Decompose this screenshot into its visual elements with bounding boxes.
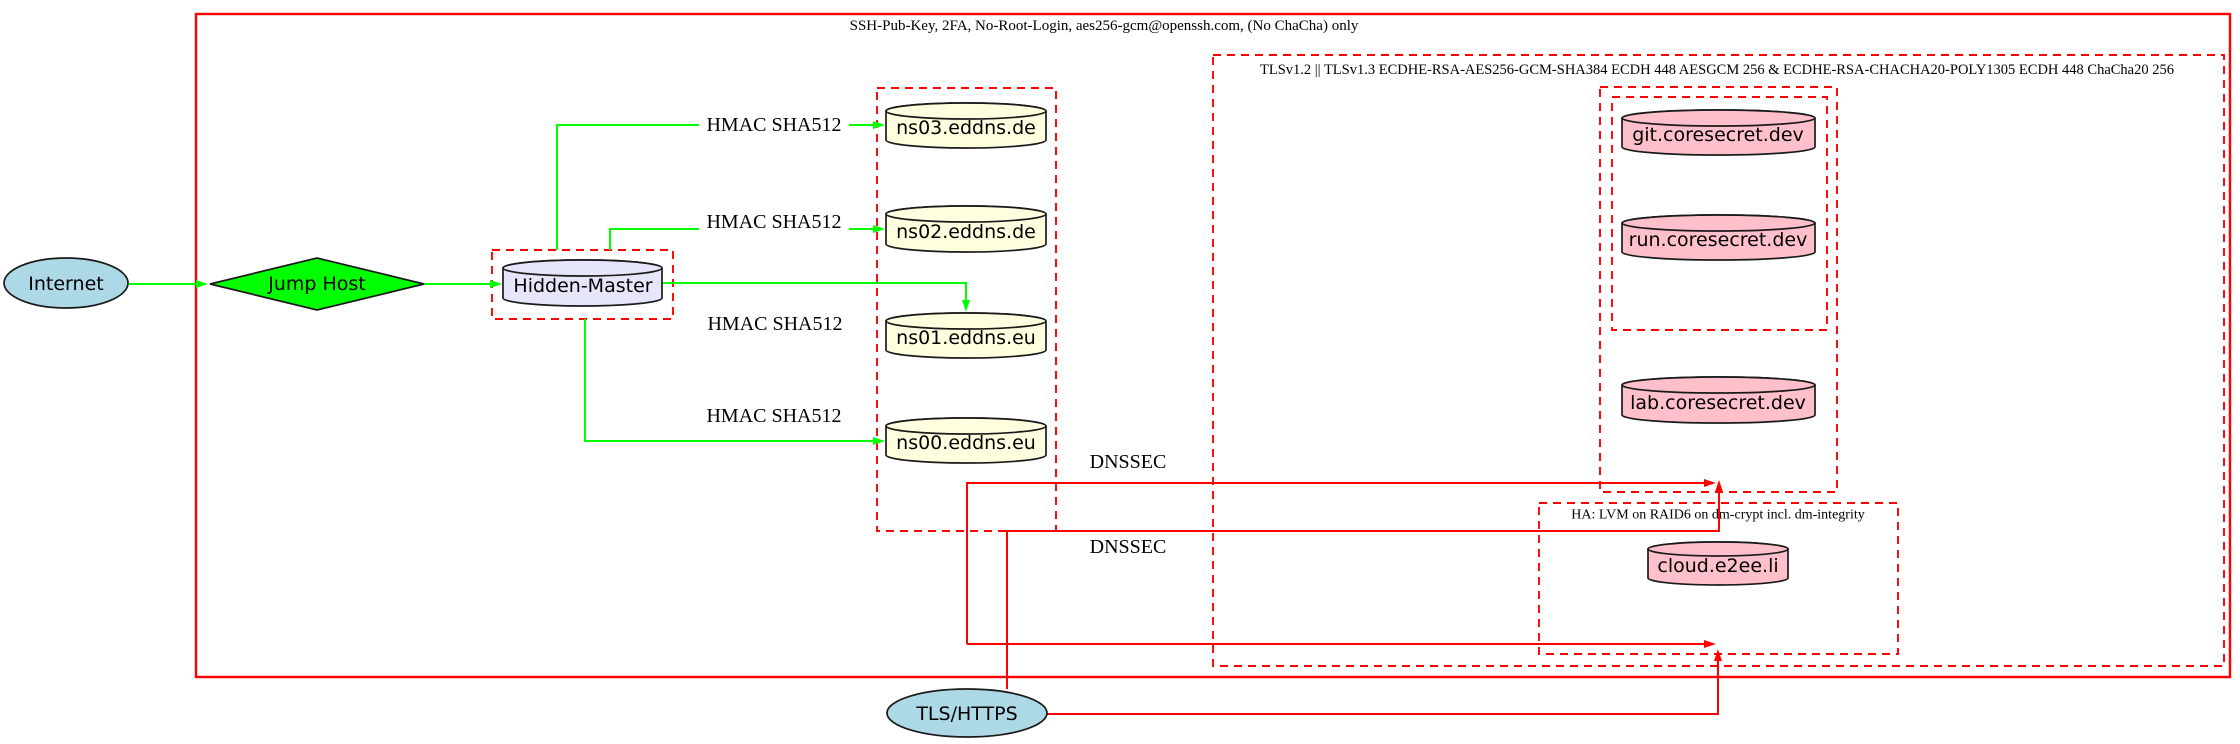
edge-labels: HMAC SHA512 HMAC SHA512 HMAC SHA512 HMAC… <box>699 113 1174 559</box>
ssh-cluster-border <box>194 12 2232 679</box>
internet-ellipse <box>3 257 129 309</box>
hidden-master-cylinder-top <box>502 259 663 277</box>
ns01-cylinder-top <box>885 312 1047 330</box>
arrowhead-up-coresecret <box>1715 480 1723 492</box>
arrowhead-jumphost-hiddenmaster <box>490 280 502 288</box>
arrowhead-right-ha <box>1704 640 1716 648</box>
cloud-cylinder-top <box>1647 541 1789 557</box>
tls-policy-label: TLSv1.2 || TLSv1.3 ECDHE-RSA-AES256-GCM-… <box>1260 62 2174 78</box>
edge-hiddenmaster-ns00 <box>584 319 874 442</box>
edge-label-hmac-ns01: HMAC SHA512 <box>707 313 842 335</box>
cluster-dns-servers <box>876 87 1057 532</box>
git-cylinder-top <box>1621 109 1816 127</box>
lab-cylinder-top <box>1621 376 1816 394</box>
arrowhead-ns00 <box>873 437 885 445</box>
hmac-label-bg-3 <box>700 312 850 336</box>
lab-label: lab.coresecret.dev <box>1630 392 1806 414</box>
arrowhead-ns03 <box>873 121 885 129</box>
git-label: git.coresecret.dev <box>1632 124 1804 146</box>
jump-host-diamond <box>209 257 425 311</box>
node-ns00: ns00.eddns.eu <box>885 417 1047 464</box>
edge-label-dnssec-upper: DNSSEC <box>1090 451 1167 473</box>
red-edges <box>966 479 1723 715</box>
ns00-label: ns00.eddns.eu <box>896 432 1036 454</box>
dnssec-label-bg-2 <box>1082 535 1174 559</box>
node-run: run.coresecret.dev <box>1621 214 1816 261</box>
ns02-label: ns02.eddns.de <box>896 221 1036 243</box>
ns02-cylinder-top <box>885 205 1047 223</box>
tls-cluster-border <box>1212 54 2225 667</box>
internet-label: Internet <box>28 273 103 295</box>
arrowhead-ns01 <box>962 300 970 312</box>
hmac-label-bg-2 <box>699 210 849 234</box>
tls-https-label: TLS/HTTPS <box>915 703 1017 725</box>
run-label: run.coresecret.dev <box>1629 229 1808 251</box>
hidden-master-label: Hidden-Master <box>513 275 652 297</box>
node-hidden-master: Hidden-Master <box>502 259 663 307</box>
tls-https-ellipse <box>886 688 1048 738</box>
edge-tlshttps-coresecret <box>1006 492 1720 689</box>
edge-hiddenmaster-ns01 <box>662 282 967 301</box>
edge-label-hmac-ns02: HMAC SHA512 <box>706 211 841 233</box>
node-ns01: ns01.eddns.eu <box>885 312 1047 359</box>
edge-dnssec-upper <box>966 482 1705 644</box>
cluster-ssh-policy: SSH-Pub-Key, 2FA, No-Root-Login, aes256-… <box>194 12 2232 679</box>
ns03-label: ns03.eddns.de <box>896 117 1036 139</box>
node-internet: Internet <box>3 257 129 309</box>
ssh-policy-label: SSH-Pub-Key, 2FA, No-Root-Login, aes256-… <box>850 18 1359 34</box>
node-jump-host: Jump Host <box>209 257 425 311</box>
node-lab: lab.coresecret.dev <box>1621 376 1816 424</box>
hmac-label-bg-1 <box>699 113 849 137</box>
arrowhead-internet-jumphost <box>196 280 208 288</box>
dnssec-label-bg-1 <box>1082 450 1174 474</box>
ns03-cylinder-top <box>885 102 1047 120</box>
run-cylinder-top <box>1621 214 1816 232</box>
edge-tlshttps-ha <box>1046 661 1719 715</box>
arrowhead-ns02 <box>873 225 885 233</box>
arrowhead-up-ha <box>1714 649 1722 661</box>
edge-label-hmac-ns03: HMAC SHA512 <box>706 114 841 136</box>
hmac-label-bg-4 <box>699 404 849 428</box>
node-cloud: cloud.e2ee.li <box>1647 541 1789 586</box>
node-ns02: ns02.eddns.de <box>885 205 1047 253</box>
cloud-label: cloud.e2ee.li <box>1657 555 1778 577</box>
edge-label-dnssec-lower: DNSSEC <box>1090 536 1167 558</box>
node-ns03: ns03.eddns.de <box>885 102 1047 149</box>
jump-host-label: Jump Host <box>267 273 366 295</box>
node-git: git.coresecret.dev <box>1621 109 1816 156</box>
edge-label-hmac-ns00: HMAC SHA512 <box>706 405 841 427</box>
cluster-tls-policy: TLSv1.2 || TLSv1.3 ECDHE-RSA-AES256-GCM-… <box>1212 54 2225 667</box>
node-tls-https: TLS/HTTPS <box>886 688 1048 738</box>
ns01-label: ns01.eddns.eu <box>896 327 1036 349</box>
ns00-cylinder-top <box>885 417 1047 435</box>
arrowhead-right-coresecret <box>1704 479 1716 487</box>
